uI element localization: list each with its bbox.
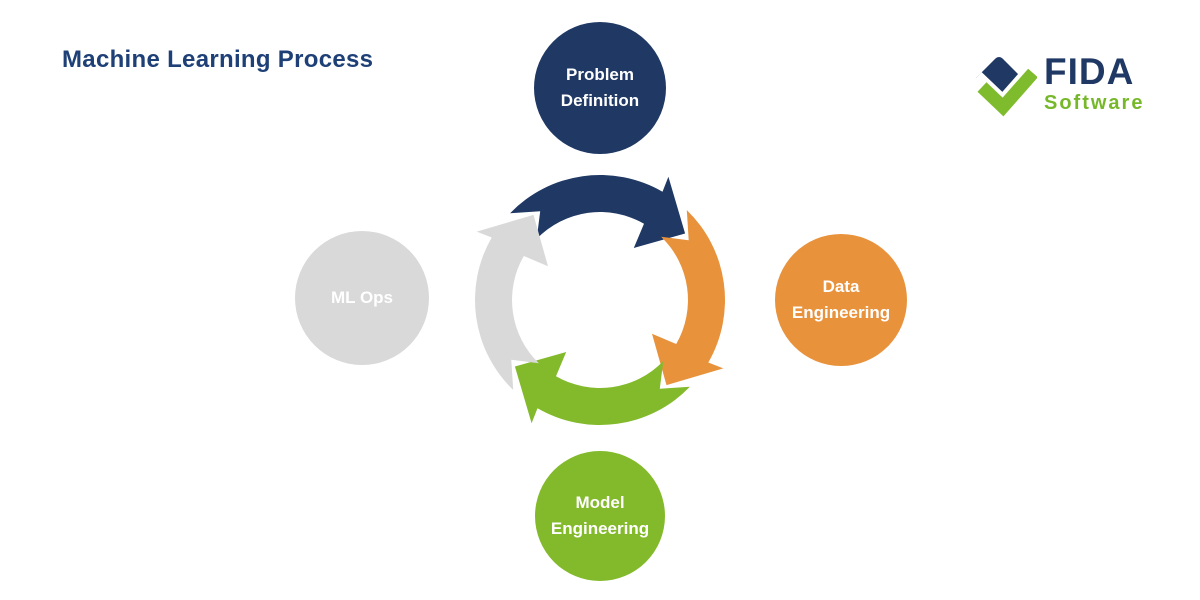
step-label-line: Definition xyxy=(560,91,640,110)
step-label-line: Engineering xyxy=(791,303,891,322)
diamond-check-icon xyxy=(973,57,1037,117)
step-ml-ops: ML Ops xyxy=(295,231,429,365)
step-label-line: Model xyxy=(575,493,625,512)
logo-check-shape xyxy=(977,68,1037,117)
step-model-engineering: Model Engineering xyxy=(535,451,665,581)
logo-subtitle: Software xyxy=(1044,92,1145,114)
step-data-engineering: Data Engineering xyxy=(775,234,907,366)
logo-text: FIDA Software xyxy=(1044,51,1145,114)
step-label-line: Data xyxy=(822,277,860,296)
step-label-line: Engineering xyxy=(550,519,650,538)
step-label-line: Problem xyxy=(565,65,635,84)
page-title: Machine Learning Process xyxy=(62,46,374,73)
cycle-diagram-arrows xyxy=(474,174,726,426)
step-problem-definition: Problem Definition xyxy=(534,22,666,154)
logo-name: FIDA xyxy=(1044,51,1135,92)
fida-logo: FIDA Software xyxy=(973,51,1145,117)
step-label-line: ML Ops xyxy=(330,288,394,307)
